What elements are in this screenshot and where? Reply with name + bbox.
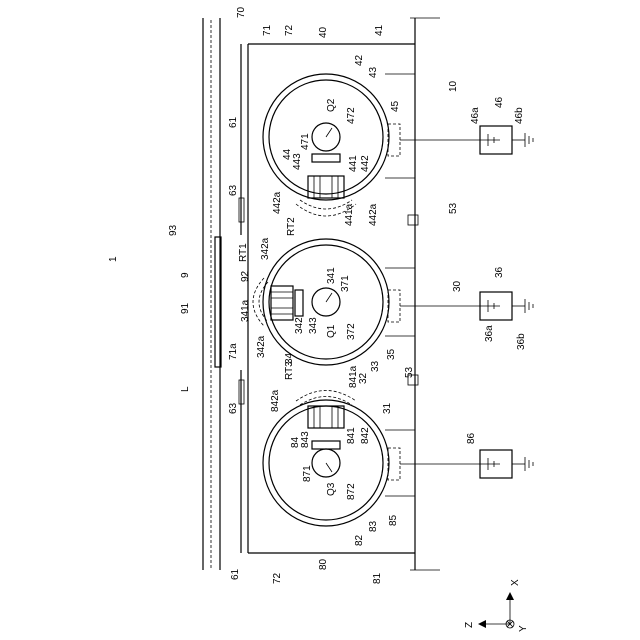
label-841a: 841a [348,365,359,388]
label-32: 32 [358,372,369,384]
label-80: 80 [318,558,329,570]
label-46: 46 [494,96,505,108]
sensor-30 [263,239,415,365]
label-Q3: Q3 [326,482,337,496]
label-53-bottom: 53 [404,366,415,378]
label-Q1: Q1 [326,324,337,338]
label-43: 43 [368,66,379,78]
label-35: 35 [386,348,397,360]
axis-z-label: Z [464,622,475,628]
label-842a: 842a [270,389,281,412]
label-Q2: Q2 [326,98,337,112]
label-70: 70 [236,6,247,18]
label-72-bottom: 72 [272,572,283,584]
label-93: 93 [168,224,179,236]
axis-y-label: Y [518,625,529,632]
label-63-bottom: 63 [228,402,239,414]
label-343: 343 [308,317,319,334]
label-72-top: 72 [284,24,295,36]
label-443: 443 [292,153,303,170]
label-872: 872 [346,483,357,500]
label-81: 81 [372,572,383,584]
battery-36 [480,292,533,320]
label-71: 71 [262,24,273,36]
label-30: 30 [452,280,463,292]
label-442: 442 [360,155,371,172]
label-441: 441 [348,155,359,172]
label-341a: 341a [240,299,251,322]
label-372: 372 [346,323,357,340]
spacer-53 [408,215,418,385]
label-61-top: 61 [228,116,239,128]
battery-86 [480,450,533,478]
label-83: 83 [368,520,379,532]
label-442a-right: 442a [368,203,379,226]
label-53-top: 53 [448,202,459,214]
label-RT2: RT2 [286,217,297,236]
label-342: 342 [294,317,305,334]
housing-10 [248,18,440,570]
label-841: 841 [346,427,357,444]
label-442a-left: 442a [272,191,283,214]
label-85: 85 [388,514,399,526]
label-46b: 46b [514,107,525,124]
label-36a: 36a [484,325,495,342]
label-342a-bottom: 342a [256,335,267,358]
cover-plate-93 [203,18,220,570]
label-61-bottom: 61 [230,568,241,580]
label-RT3: RT3 [284,361,295,380]
label-843: 843 [300,431,311,448]
label-RT1: RT1 [238,243,249,262]
label-92: 92 [240,270,251,282]
label-46a: 46a [470,107,481,124]
label-33: 33 [370,360,381,372]
label-40: 40 [318,26,329,38]
axis-x-label: X [510,579,521,586]
label-341: 341 [326,267,337,284]
label-471: 471 [300,133,311,150]
label-342a-top: 342a [260,237,271,260]
label-82: 82 [354,534,365,546]
label-42: 42 [354,54,365,66]
label-63-top: 63 [228,184,239,196]
axis-indicator [478,592,514,628]
label-10: 10 [448,80,459,92]
label-86: 86 [466,432,477,444]
label-842: 842 [360,427,371,444]
label-371: 371 [340,275,351,292]
label-71a: 71a [228,343,239,360]
label-472: 472 [346,107,357,124]
sensor-40 [263,74,415,200]
label-871: 871 [302,465,313,482]
label-36b: 36b [516,333,527,350]
sensor-80 [263,400,415,526]
label-31: 31 [382,402,393,414]
label-L: L [180,386,191,392]
battery-46 [480,126,533,154]
label-36: 36 [494,266,505,278]
label-1: 1 [108,256,119,262]
label-91: 91 [180,302,191,314]
reference-labels: 1 93 9 91 L 92 70 71 72 71a 72 61 61 63 … [108,6,529,632]
label-41: 41 [374,24,385,36]
label-441a: 441a [344,203,355,226]
label-45: 45 [390,100,401,112]
label-9: 9 [180,272,191,278]
